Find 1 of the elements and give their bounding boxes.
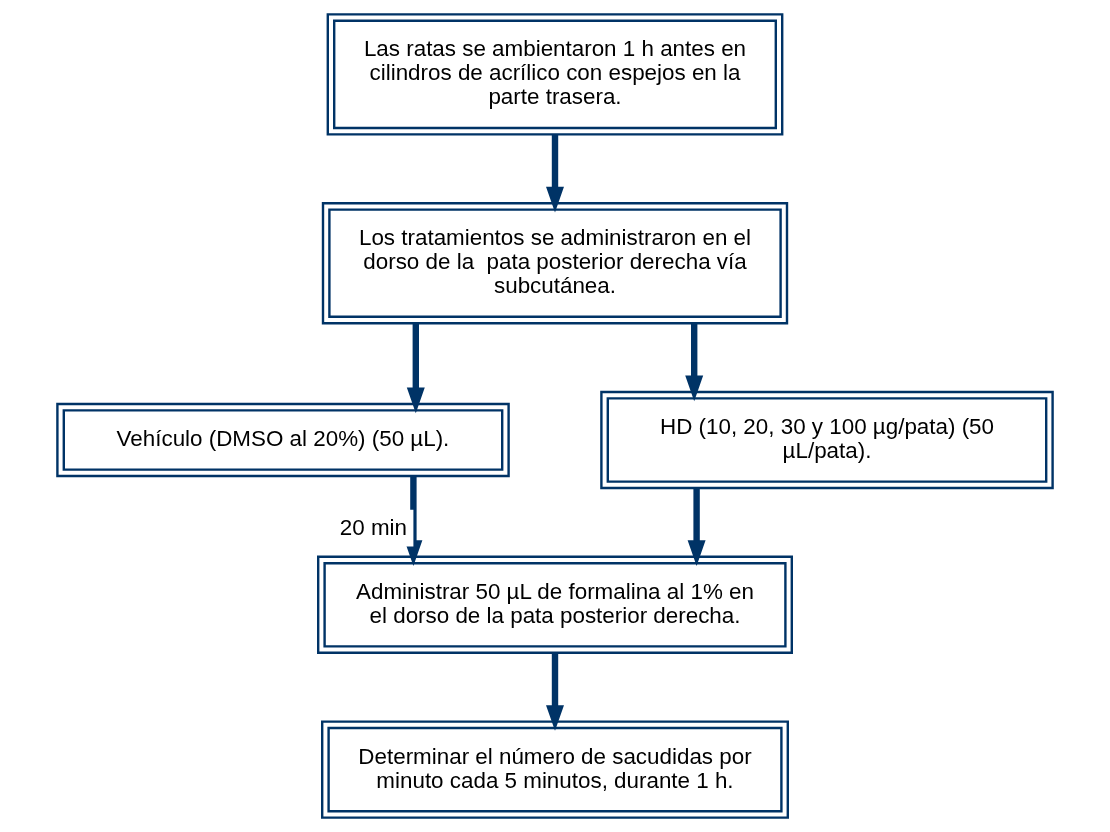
edge-label: 20 min: [339, 514, 408, 540]
